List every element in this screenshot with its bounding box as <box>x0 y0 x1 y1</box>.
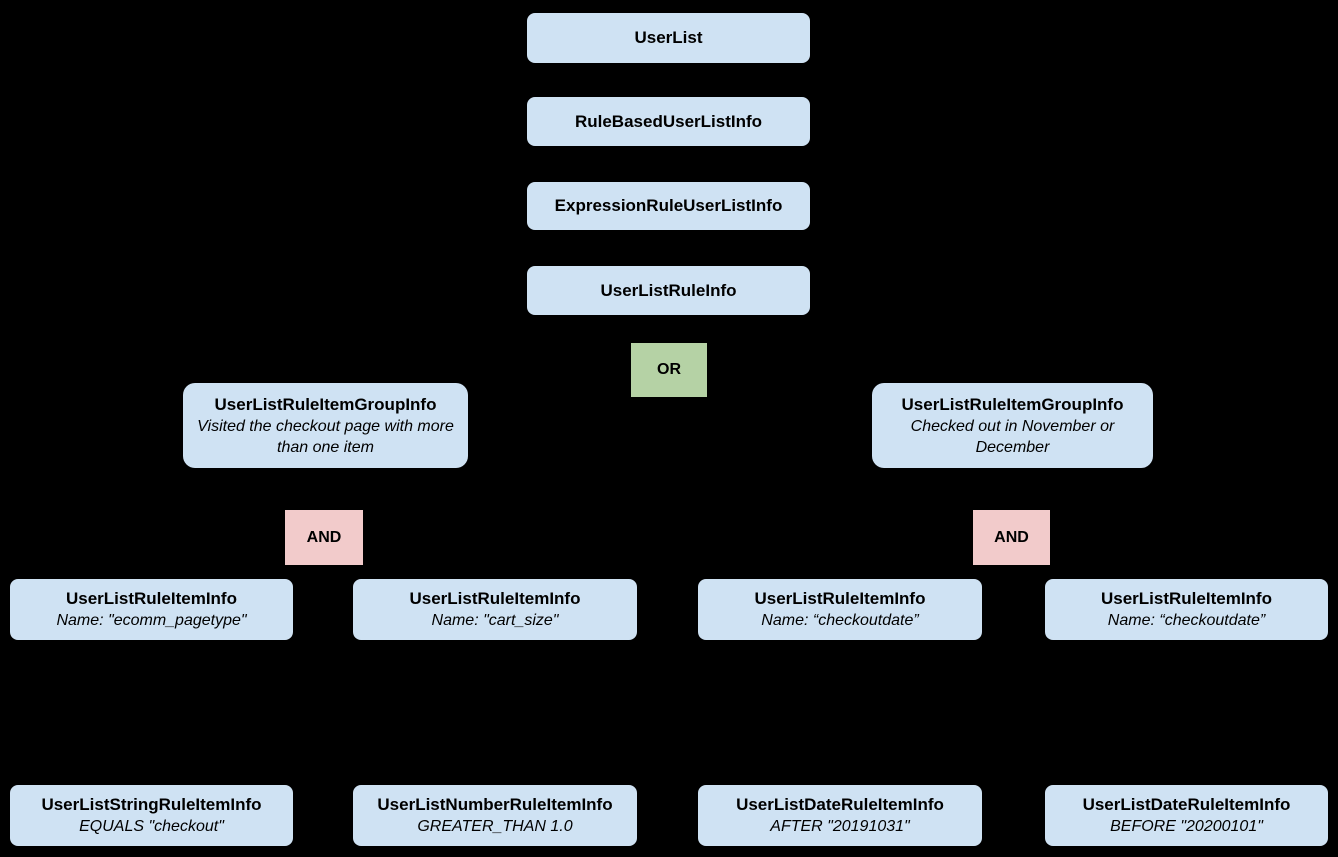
node-label: UserList <box>634 28 703 47</box>
and-operator-left: AND <box>285 510 363 565</box>
node-string-rule-item-info: UserListStringRuleItemInfo EQUALS "check… <box>10 785 293 846</box>
node-label: UserListRuleItemInfo <box>754 589 926 608</box>
node-date-rule-item-info-before: UserListDateRuleItemInfo BEFORE "2020010… <box>1045 785 1328 846</box>
node-label: UserListRuleItemGroupInfo <box>214 394 437 414</box>
node-label: UserListRuleInfo <box>600 280 737 300</box>
or-operator-label: OR <box>657 361 681 378</box>
node-label: ExpressionRuleUserListInfo <box>554 196 783 215</box>
node-label: UserListStringRuleItemInfo <box>41 795 262 814</box>
node-rule-item-group-left: UserListRuleItemGroupInfo Visited the ch… <box>183 383 468 468</box>
node-rule-item-group-right: UserListRuleItemGroupInfo Checked out in… <box>872 383 1153 468</box>
node-description: Name: “checkoutdate” <box>1107 612 1266 629</box>
node-label: UserListDateRuleItemInfo <box>736 795 944 814</box>
node-description: EQUALS "checkout" <box>79 818 224 835</box>
node-description: BEFORE "20200101" <box>1110 818 1263 835</box>
node-user-list: UserList <box>527 13 810 63</box>
and-operator-right: AND <box>973 510 1050 565</box>
node-rule-item-cart-size: UserListRuleItemInfo Name: "cart_size" <box>353 579 637 640</box>
node-number-rule-item-info: UserListNumberRuleItemInfo GREATER_THAN … <box>353 785 637 846</box>
or-operator: OR <box>631 343 707 397</box>
node-rule-item-checkoutdate-2: UserListRuleItemInfo Name: “checkoutdate… <box>1045 579 1328 640</box>
node-description: Name: “checkoutdate” <box>761 612 919 629</box>
node-expression-rule-user-list-info: ExpressionRuleUserListInfo <box>527 182 810 230</box>
and-operator-label: AND <box>306 528 342 546</box>
node-description: AFTER "20191031" <box>770 818 910 835</box>
node-description: Name: "cart_size" <box>431 612 559 629</box>
node-description: Name: "ecomm_pagetype" <box>56 612 247 629</box>
node-label: UserListDateRuleItemInfo <box>1082 795 1291 814</box>
node-user-list-rule-info: UserListRuleInfo <box>527 266 810 315</box>
node-description: Checked out in November or December <box>910 417 1115 456</box>
node-label: UserListRuleItemInfo <box>66 589 237 608</box>
node-label: UserListNumberRuleItemInfo <box>377 795 613 814</box>
and-operator-label: AND <box>994 528 1029 546</box>
node-label: RuleBasedUserListInfo <box>574 111 763 131</box>
node-rule-item-ecomm-pagetype: UserListRuleItemInfo Name: "ecomm_pagety… <box>10 579 293 640</box>
node-label: UserListRuleItemInfo <box>409 589 581 608</box>
node-rule-item-checkoutdate-1: UserListRuleItemInfo Name: “checkoutdate… <box>698 579 982 640</box>
node-label: UserListRuleItemGroupInfo <box>901 394 1124 414</box>
node-description: GREATER_THAN 1.0 <box>417 818 573 835</box>
node-description: Visited the checkout page with more than… <box>197 417 454 456</box>
node-label: UserListRuleItemInfo <box>1101 589 1272 608</box>
node-date-rule-item-info-after: UserListDateRuleItemInfo AFTER "20191031… <box>698 785 982 846</box>
node-rule-based-user-list-info: RuleBasedUserListInfo <box>527 97 810 146</box>
